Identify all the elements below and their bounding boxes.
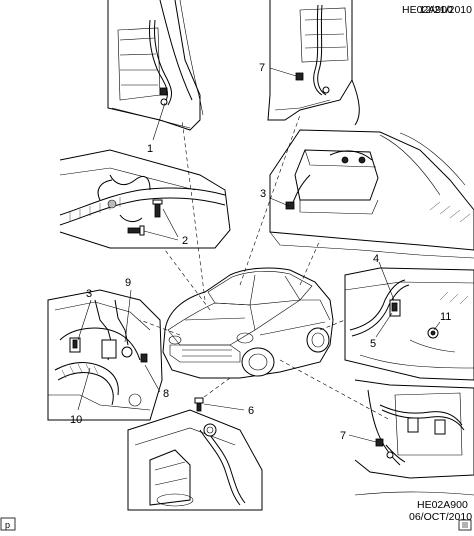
leader-3-top <box>269 197 290 207</box>
leader-3-left <box>77 299 92 341</box>
detail-battery-ground <box>269 129 474 259</box>
callout-9: 9 <box>125 277 131 289</box>
callout-10: 10 <box>70 414 82 426</box>
header-code: HE02A900 <box>402 4 453 16</box>
sedan-vehicle-illustration <box>162 267 334 379</box>
detail-frame-ground <box>127 397 263 511</box>
callout-1: 1 <box>147 143 153 155</box>
callout-7-top: 7 <box>259 62 265 74</box>
callout-7-bottom: 7 <box>340 430 346 442</box>
projection-lines <box>139 114 391 421</box>
callout-5: 5 <box>370 338 376 350</box>
detail-b-pillar-ground <box>267 0 360 126</box>
leader-7-top <box>269 67 297 77</box>
footer-code: HE02A900 <box>417 499 468 511</box>
book-icon <box>458 519 472 531</box>
leader-4 <box>378 261 395 301</box>
leader-1 <box>152 102 166 141</box>
detail-harness-clips <box>59 149 231 249</box>
detail-a-pillar-ground <box>107 0 204 131</box>
footer-date: 06/OCT/2010 <box>409 511 472 523</box>
leader-10 <box>77 367 91 411</box>
callout-6: 6 <box>248 405 254 417</box>
leader-6 <box>203 403 245 411</box>
callout-2: 2 <box>182 235 188 247</box>
corner-mark: p <box>0 517 16 531</box>
leader-2b <box>143 230 179 241</box>
detail-engine-ground <box>47 289 163 421</box>
callout-8: 8 <box>163 388 169 400</box>
callout-3-left: 3 <box>86 288 92 300</box>
leader-2a <box>162 208 179 238</box>
callout-3-top: 3 <box>260 188 266 200</box>
leader-7-bottom <box>348 434 377 443</box>
callout-11: 11 <box>440 311 451 323</box>
detail-rear-pillar-ground <box>354 379 474 496</box>
callout-4: 4 <box>373 253 379 265</box>
header-date: 12/21/2010 <box>419 4 472 16</box>
leader-5 <box>375 312 393 338</box>
detail-rear-ground <box>344 267 474 381</box>
leader-9 <box>124 289 132 343</box>
corner-mark-text: p <box>5 520 10 530</box>
leader-11 <box>433 321 441 331</box>
leader-8 <box>144 364 161 393</box>
